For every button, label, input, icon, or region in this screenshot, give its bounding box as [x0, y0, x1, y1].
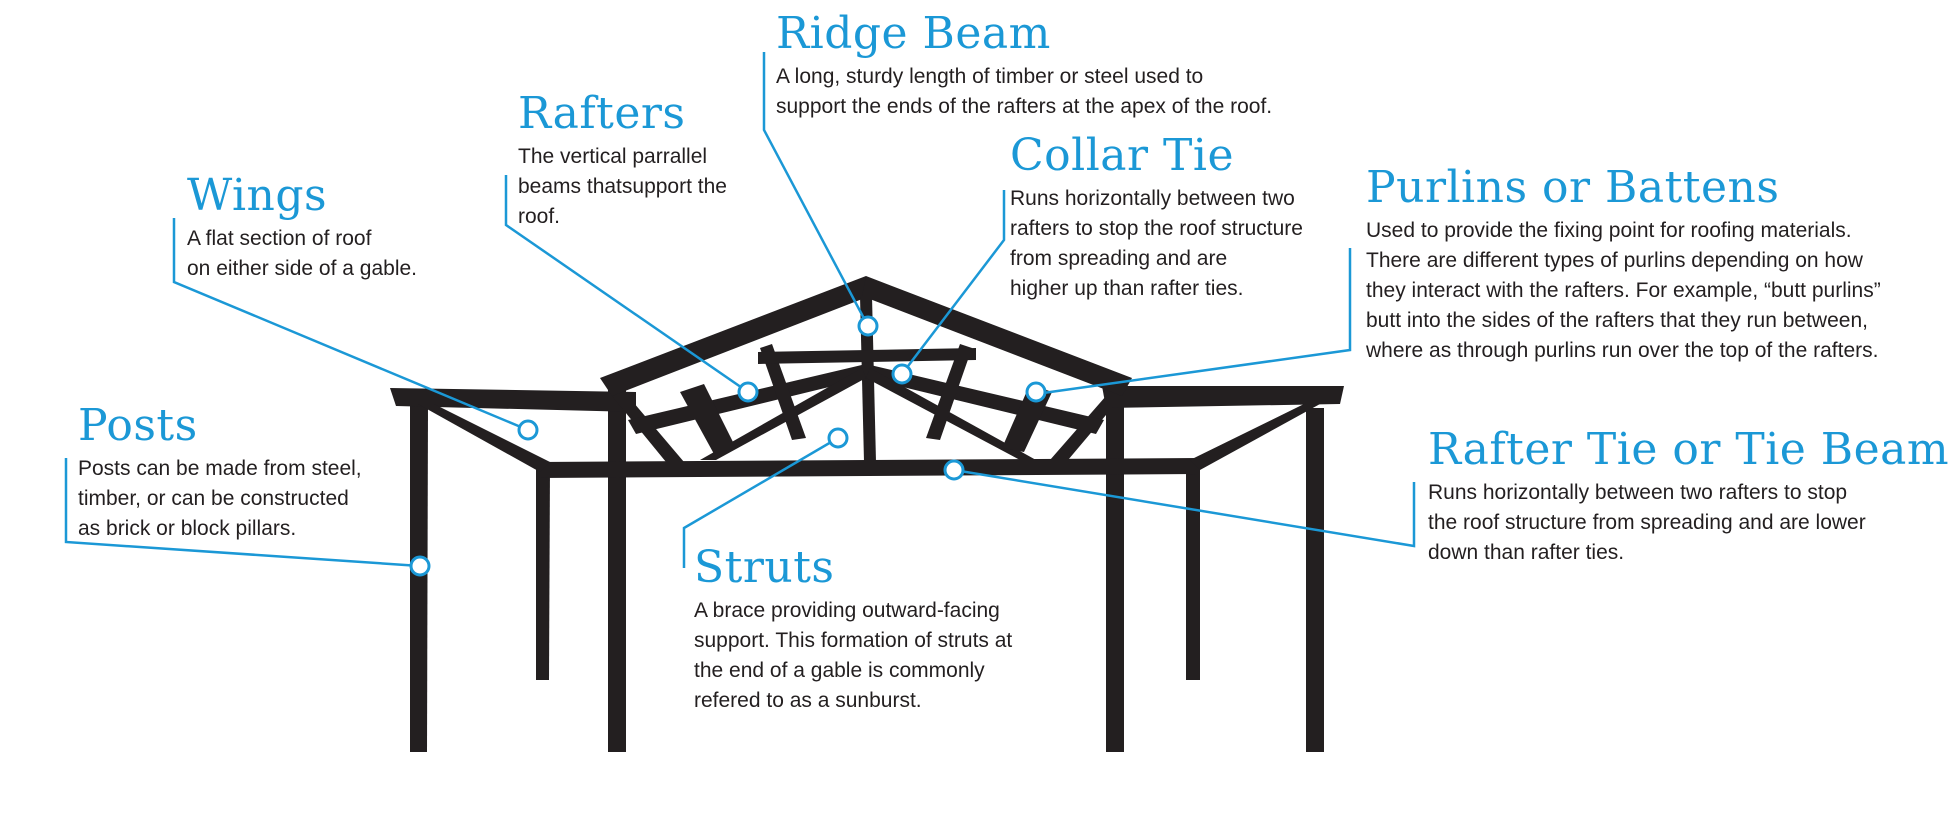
label-ridge-beam: Ridge Beam A long, sturdy length of timb… [776, 12, 1272, 122]
label-collar-tie: Collar Tie Runs horizontally between two… [1010, 134, 1303, 304]
post-front-left [410, 405, 428, 752]
posts-title: Posts [78, 400, 198, 451]
label-rafters: Rafters The vertical parrallel beams tha… [518, 92, 727, 232]
wing-beam-left [390, 388, 636, 412]
purlins-title: Purlins or Battens [1366, 162, 1780, 213]
post-gable-right [1106, 392, 1124, 752]
leader-posts [64, 458, 421, 568]
struts-description: A brace providing outward-facing support… [694, 599, 1013, 712]
leader-wings [172, 218, 529, 432]
label-struts: Struts A brace providing outward-facing … [694, 546, 1012, 716]
collar-tie-beam [758, 348, 976, 364]
pergola-structure [390, 276, 1344, 752]
label-posts: Posts Posts can be made from steel, timb… [78, 404, 362, 544]
post-back-right [1186, 465, 1200, 680]
gable-rafter-left [600, 276, 870, 396]
struts-title: Struts [694, 542, 835, 593]
marker-ridge-beam [857, 315, 879, 337]
leader-rafter-tie [953, 468, 1416, 548]
rafter-tie-description: Runs horizontally between two rafters to… [1428, 481, 1866, 564]
wings-title: Wings [187, 170, 328, 221]
callout-markers [409, 315, 1047, 577]
label-purlins: Purlins or Battens Used to provide the f… [1366, 166, 1881, 366]
posts-description: Posts can be made from steel, timber, or… [78, 457, 362, 540]
post-back-left [536, 465, 550, 680]
wing-brace-right [1190, 404, 1320, 470]
strut-right [866, 368, 1036, 460]
label-rafter-tie: Rafter Tie or Tie Beam Runs horizontally… [1428, 428, 1949, 568]
inner-rafter-right [866, 364, 1104, 434]
callout-leaders [64, 52, 1416, 568]
rafters-title: Rafters [518, 88, 686, 139]
post-front-right [1306, 408, 1324, 752]
leader-purlins [1035, 248, 1352, 396]
rafter-tie-beam [538, 458, 1198, 478]
collar-tie-title: Collar Tie [1010, 130, 1235, 181]
marker-collar-tie [891, 363, 913, 385]
label-wings: Wings A flat section of roof on either s… [187, 174, 417, 284]
leader-ridge-beam [762, 52, 870, 327]
wing-beam-right [1102, 386, 1344, 408]
strut-mid-left [760, 344, 806, 440]
marker-rafters [737, 381, 759, 403]
post-gable-left [608, 390, 626, 752]
leader-struts [682, 436, 839, 568]
leader-rafters [504, 175, 749, 394]
marker-posts [409, 555, 431, 577]
purlin-left [680, 384, 736, 454]
strut-mid-right [926, 344, 972, 440]
collar-tie-description: Runs horizontally between two rafters to… [1010, 187, 1303, 300]
marker-wings [517, 419, 539, 441]
leader-collar-tie [901, 190, 1006, 375]
wings-description: A flat section of roof on either side of… [187, 227, 417, 280]
marker-rafter-tie [943, 459, 965, 481]
ridge-beam-title: Ridge Beam [776, 8, 1051, 59]
rafters-description: The vertical parrallel beams thatsupport… [518, 145, 727, 228]
ridge-beam-description: A long, sturdy length of timber or steel… [776, 65, 1273, 118]
rafter-tie-title: Rafter Tie or Tie Beam [1428, 424, 1950, 475]
marker-purlins [1025, 381, 1047, 403]
wing-brace-left [418, 404, 550, 472]
purlins-description: Used to provide the fixing point for roo… [1366, 219, 1881, 362]
marker-struts [827, 427, 849, 449]
gable-rafter-right [862, 276, 1132, 396]
